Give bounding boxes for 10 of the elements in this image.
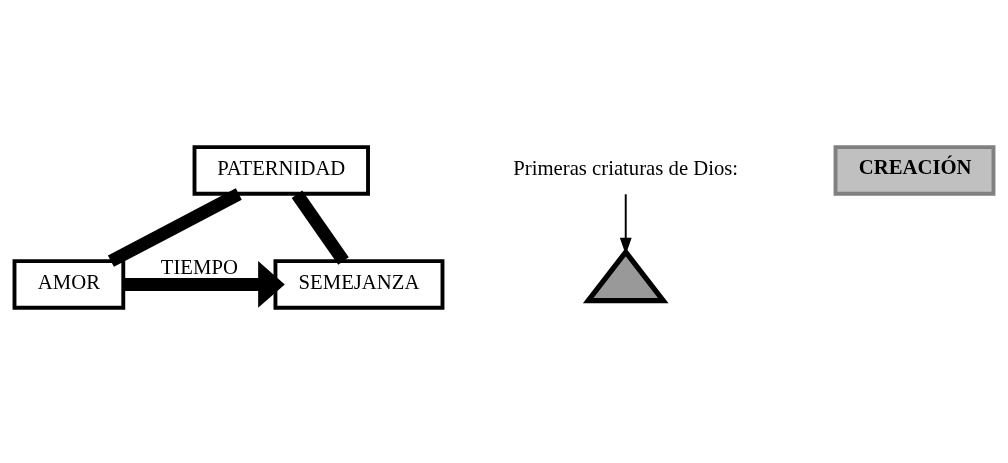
node-box: PATERNIDAD [192, 144, 370, 196]
connector [107, 187, 242, 267]
node-box: AMOR [12, 258, 126, 310]
connector [291, 190, 349, 265]
node-box: SEMEJANZA [273, 258, 445, 310]
node-text: Primeras criaturas de Dios: [513, 156, 739, 179]
edge-label: TIEMPO [160, 255, 238, 278]
node-triangle [582, 247, 669, 303]
node-box: CREACIÓN [833, 144, 996, 196]
arrow [123, 260, 285, 308]
